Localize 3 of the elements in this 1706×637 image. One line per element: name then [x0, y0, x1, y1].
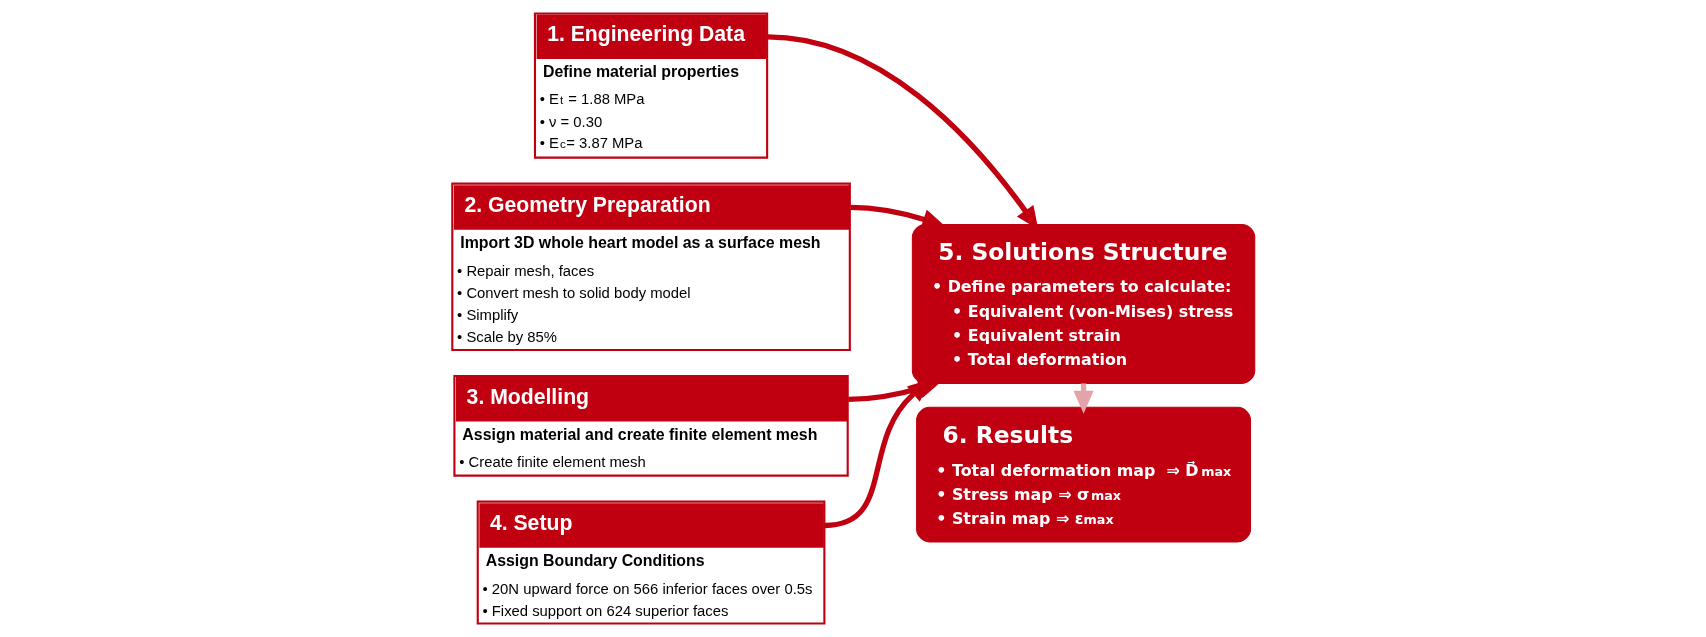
node-box: 5. Solutions Structure • Define parameters to calculate: • Equivalent (von-Mises) stress • Equivalent strain • Total deformation — [911, 223, 1256, 384]
arrow — [850, 204, 946, 229]
node-box: 6. Results • Total deformation map ⇒ D⃗max • Stress map ⇒ σmax • Strain map ⇒ εmax — [916, 406, 1252, 543]
